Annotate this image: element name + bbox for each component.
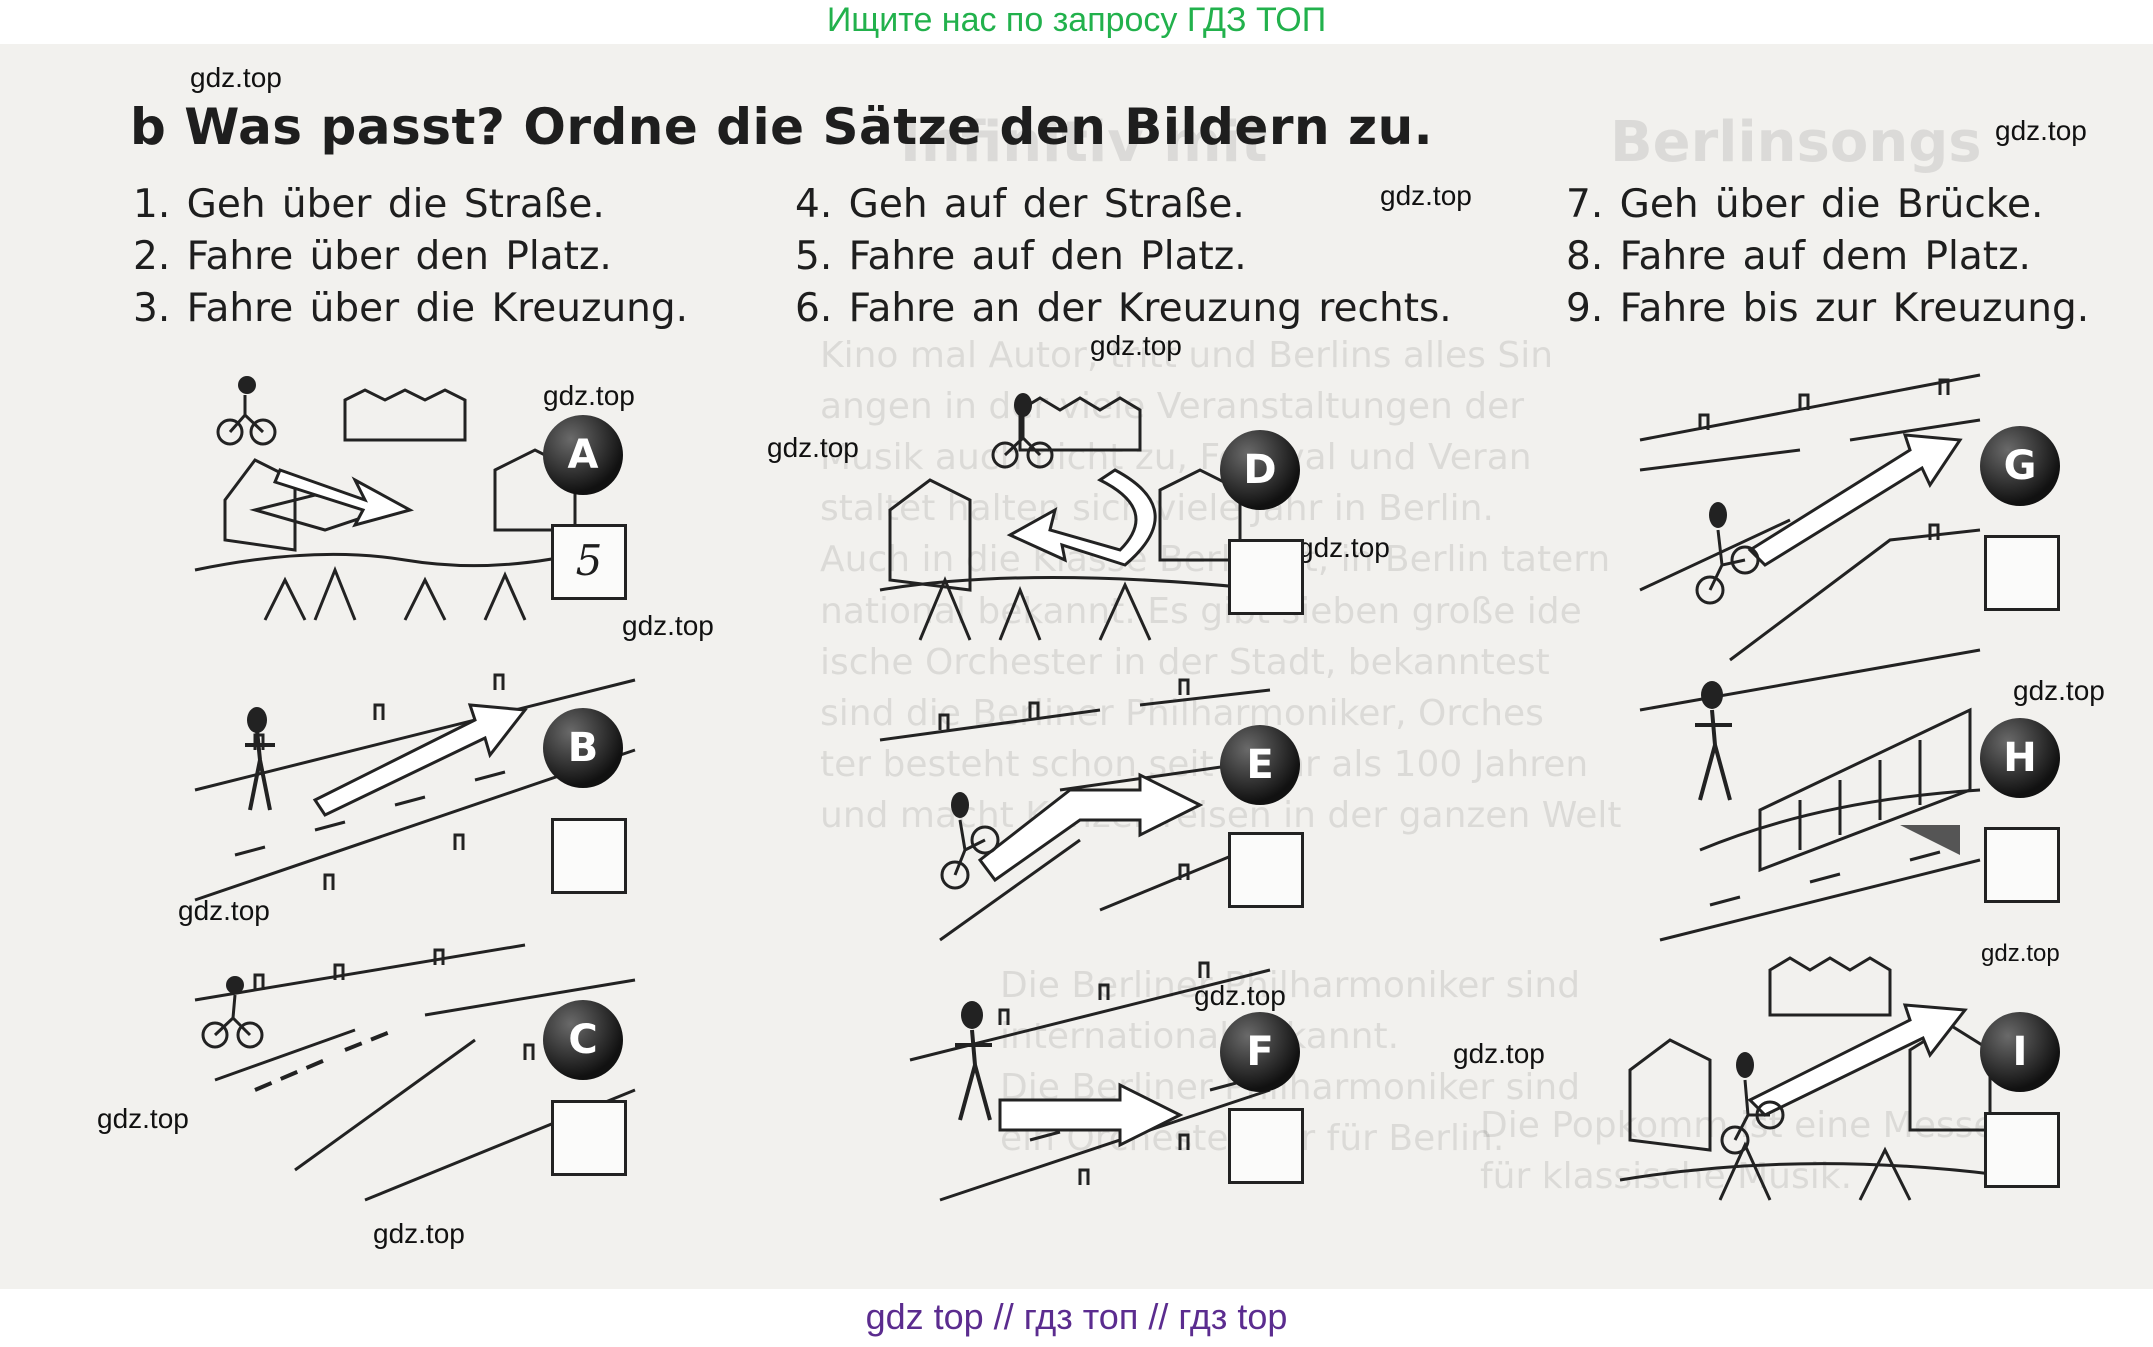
watermark: gdz.top — [2013, 675, 2105, 706]
sentence-8: 8. Fahre auf dem Platz. — [1566, 234, 2031, 279]
picture-a-letter-badge: A — [543, 415, 623, 495]
picture-g — [1639, 360, 2153, 662]
sentence-3: 3. Fahre über die Kreuzung. — [133, 286, 689, 331]
picture-e-letter-badge: E — [1220, 725, 1300, 805]
picture-b-drawing — [194, 673, 636, 902]
bleed-through-text-2: Die Berliner Philharmoniker sind interna… — [1000, 965, 1581, 1160]
watermark: gdz.top — [622, 610, 714, 641]
bottom-banner[interactable]: gdz top // гдз топ // гдз top — [0, 1289, 2153, 1347]
picture-a — [194, 360, 755, 640]
picture-g-drawing — [1639, 373, 1981, 662]
task-title: b Was passt? Ordne die Sätze den Bildern… — [130, 98, 1434, 156]
watermark: gdz.top — [1995, 115, 2087, 146]
sentence-6: 6. Fahre an der Kreuzung rechts. — [795, 286, 1452, 331]
watermark: gdz.top — [190, 62, 282, 93]
picture-i — [1619, 940, 2153, 1220]
watermark: gdz.top — [543, 380, 635, 411]
picture-i-letter-badge: I — [1980, 1012, 2060, 1092]
watermark: gdz.top — [1298, 532, 1390, 563]
watermark: gdz.top — [178, 895, 270, 926]
picture-g-answer-box[interactable] — [1984, 535, 2060, 611]
picture-d-drawing — [879, 393, 1271, 641]
watermark: gdz.top — [1380, 180, 1472, 211]
watermark: gdz.top — [1090, 330, 1182, 361]
picture-h — [1639, 648, 2153, 942]
picture-d-answer-box[interactable] — [1228, 539, 1304, 615]
watermark: gdz.top — [1981, 940, 2060, 967]
picture-c — [194, 940, 755, 1220]
sentence-5: 5. Fahre auf den Platz. — [795, 234, 1247, 279]
picture-d — [879, 360, 1440, 641]
bleed-through-heading: Berlinsongs — [1610, 110, 1982, 175]
picture-e-drawing — [879, 678, 1271, 942]
bleed-through-heading-2: Infinitiv mit — [900, 110, 1268, 175]
picture-h-answer-box[interactable] — [1984, 827, 2060, 903]
picture-a-drawing — [194, 376, 596, 621]
picture-c-letter-badge: C — [543, 1000, 623, 1080]
picture-i-answer-box[interactable] — [1984, 1112, 2060, 1188]
picture-f-drawing — [909, 961, 1271, 1202]
picture-b-letter-badge: B — [543, 708, 623, 788]
top-banner[interactable]: Ищите нас по запросу ГДЗ ТОП — [0, 0, 2153, 44]
picture-h-letter-badge: H — [1980, 718, 2060, 798]
sentence-4: 4. Geh auf der Straße. — [795, 182, 1245, 227]
picture-e-answer-box[interactable] — [1228, 832, 1304, 908]
picture-c-answer-box[interactable] — [551, 1100, 627, 1176]
picture-f-letter-badge: F — [1220, 1012, 1300, 1092]
picture-a-answer-box[interactable]: 5 — [551, 524, 627, 600]
sentence-9: 9. Fahre bis zur Kreuzung. — [1566, 286, 2090, 331]
picture-f-answer-box[interactable] — [1228, 1108, 1304, 1184]
picture-g-letter-badge: G — [1980, 426, 2060, 506]
picture-e — [879, 640, 1440, 942]
picture-b-answer-box[interactable] — [551, 818, 627, 894]
picture-d-letter-badge: D — [1220, 430, 1300, 510]
sentence-1: 1. Geh über die Straße. — [133, 182, 605, 227]
watermark: gdz.top — [373, 1218, 465, 1249]
picture-c-drawing — [194, 943, 636, 1202]
watermark: gdz.top — [767, 432, 859, 463]
sentence-2: 2. Fahre über den Platz. — [133, 234, 612, 279]
watermark: gdz.top — [97, 1103, 189, 1134]
picture-i-drawing — [1619, 956, 2001, 1201]
picture-b — [194, 640, 755, 920]
sentence-7: 7. Geh über die Brücke. — [1566, 182, 2044, 227]
watermark: gdz.top — [1453, 1038, 1545, 1069]
bleed-through-text: Kino mal Autor, tritt und Berlins alles … — [820, 335, 1622, 836]
picture-h-drawing — [1639, 648, 1981, 942]
picture-f — [880, 950, 1440, 1230]
